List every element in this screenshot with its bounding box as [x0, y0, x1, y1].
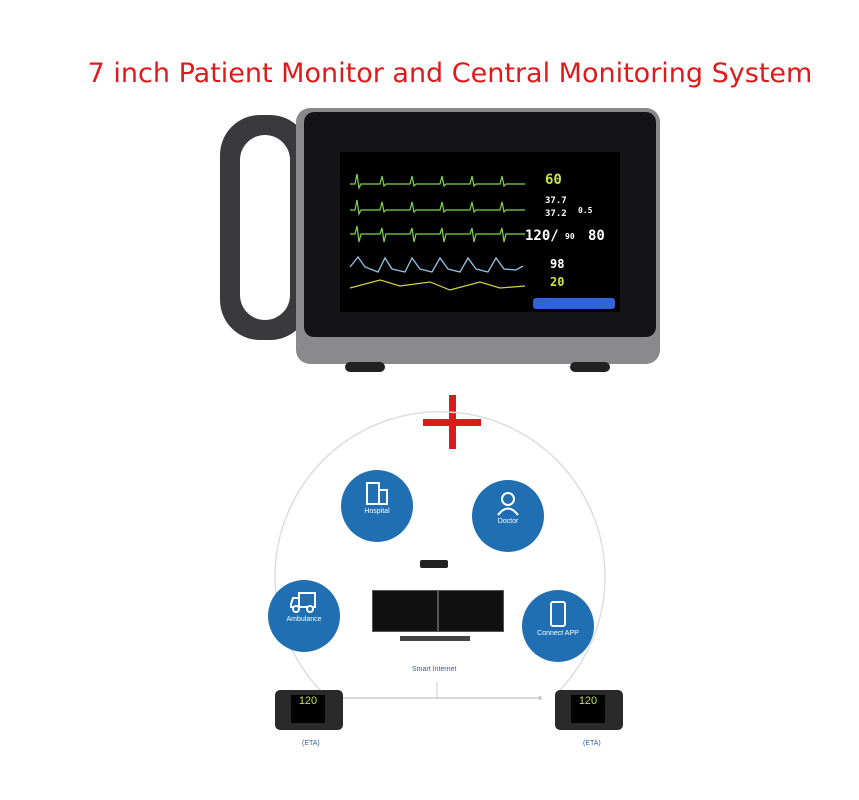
temp2-value: 37.2	[545, 209, 567, 219]
connect-app-node: Connect APP	[522, 590, 594, 662]
nibp-map-value: 80	[588, 228, 605, 244]
hospital-node: Hospital	[341, 470, 413, 542]
doctor-icon	[497, 492, 519, 516]
plus-icon-vertical	[449, 395, 456, 449]
tablet-icon	[550, 601, 566, 627]
hospital-label: Hospital	[364, 508, 390, 515]
hospital-icon	[366, 482, 388, 505]
waveforms	[349, 173, 615, 309]
router-icon	[420, 560, 448, 568]
small-monitor-left-value: 120	[291, 695, 325, 723]
eta-label-left: (ETA)	[302, 740, 320, 747]
doctor-label: Doctor	[497, 518, 519, 525]
smart-internet-label: Smart Internet	[412, 666, 457, 673]
eta-label-right: (ETA)	[583, 740, 601, 747]
nibp-sys-value: 120/	[525, 228, 559, 244]
doctor-node: Doctor	[472, 480, 544, 552]
heart-rate-value: 60	[545, 172, 562, 188]
page-title: 7 inch Patient Monitor and Central Monit…	[87, 58, 813, 89]
resp-value: 20	[550, 275, 565, 289]
ambulance-node: Ambulance	[268, 580, 340, 652]
ambulance-icon	[290, 592, 316, 613]
monitor-screen: 60 37.7 37.2 0.5 120/ 90 80 98 20	[340, 152, 620, 312]
connect-app-label: Connect APP	[537, 630, 579, 637]
temp-diff-value: 0.5	[578, 206, 593, 215]
screen-button-bar	[533, 298, 615, 309]
small-monitor-right-value: 120	[571, 695, 605, 723]
nibp-dia-value: 90	[565, 232, 575, 241]
ambulance-label: Ambulance	[286, 616, 322, 623]
small-monitor-left: 120	[275, 690, 343, 730]
spo2-value: 98	[550, 257, 565, 271]
temp1-value: 37.7	[545, 196, 567, 206]
small-monitor-right: 120	[555, 690, 623, 730]
